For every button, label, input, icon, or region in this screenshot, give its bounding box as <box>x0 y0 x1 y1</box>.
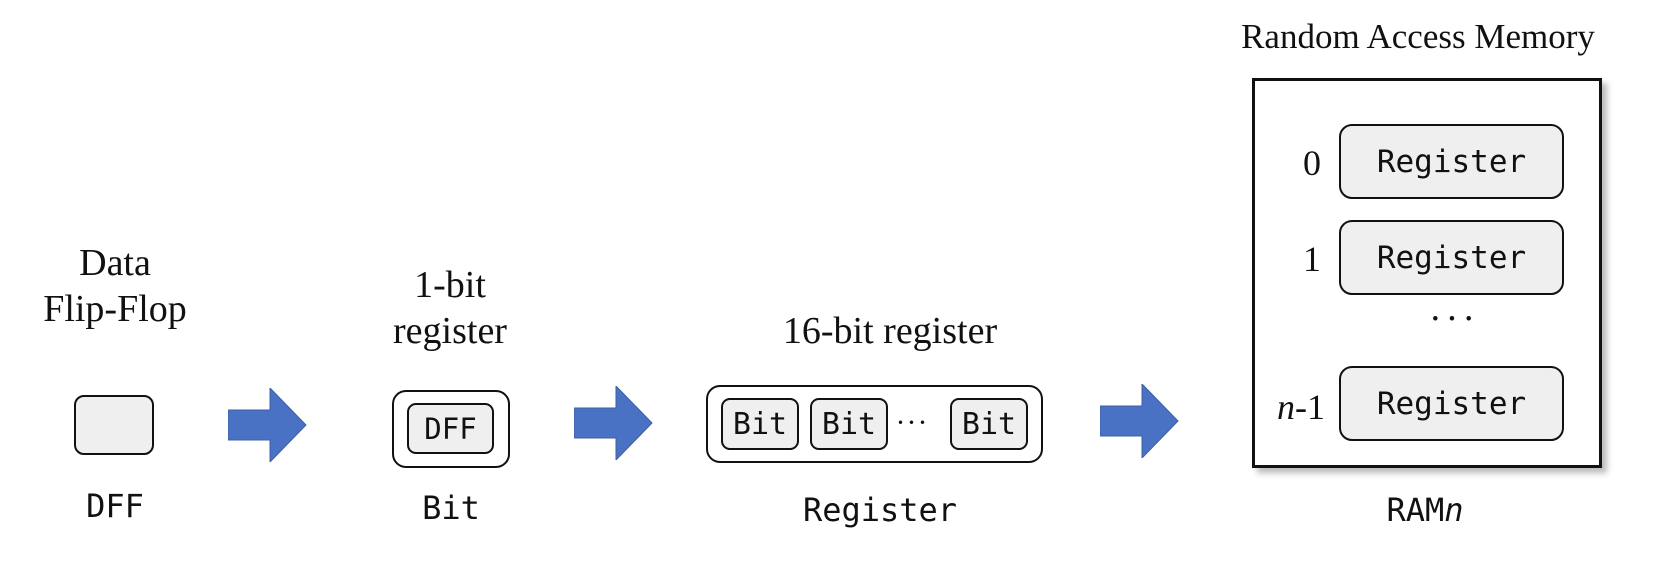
ram-row-index-n-1: n-1 <box>1259 387 1325 427</box>
ram-label-prefix: RAM <box>1386 491 1445 529</box>
dff-label: DFF <box>86 487 144 525</box>
dff-title-line-2: Flip-Flop <box>43 288 187 330</box>
right-arrow-icon <box>228 388 307 462</box>
register-bit-chip-3: Bit <box>950 398 1028 450</box>
register-ellipsis: ··· <box>895 406 929 439</box>
ram-ellipsis: ··· <box>1429 298 1479 340</box>
bit-inner-dff-chip: DFF <box>407 403 494 454</box>
register-container: Bit Bit ··· Bit <box>706 385 1043 463</box>
dff-block <box>74 395 154 455</box>
ram-label: RAMn <box>1340 490 1510 530</box>
ram-container: 0 Register 1 Register ··· n-1 Register <box>1252 78 1602 468</box>
ram-row-index-n-suffix: -1 <box>1295 387 1325 427</box>
ram-row-index-0: 0 <box>1303 143 1321 183</box>
right-arrow-icon <box>574 386 653 460</box>
ram-register-chip-n-1: Register <box>1339 366 1564 441</box>
right-arrow-icon <box>1100 384 1179 458</box>
bit-label: Bit <box>422 489 480 527</box>
bit-container: DFF <box>392 390 510 468</box>
bit-title: 1-bit register <box>340 262 560 354</box>
bit-title-line-1: 1-bit <box>414 264 486 306</box>
register-label: Register <box>802 491 958 529</box>
ram-title: Random Access Memory <box>1241 17 1595 56</box>
register-bit-chip-1: Bit <box>721 398 799 450</box>
ram-label-italic: n <box>1444 491 1464 529</box>
register-bit-chip-2: Bit <box>810 398 888 450</box>
bit-title-line-2: register <box>393 310 507 352</box>
ram-row-index-1: 1 <box>1303 239 1321 279</box>
ram-register-chip-1: Register <box>1339 220 1564 295</box>
dff-title: Data Flip-Flop <box>10 240 220 332</box>
register-title: 16-bit register <box>782 310 998 352</box>
ram-row-index-n-italic: n <box>1277 387 1295 427</box>
dff-title-line-1: Data <box>79 242 151 284</box>
ram-register-chip-0: Register <box>1339 124 1564 199</box>
